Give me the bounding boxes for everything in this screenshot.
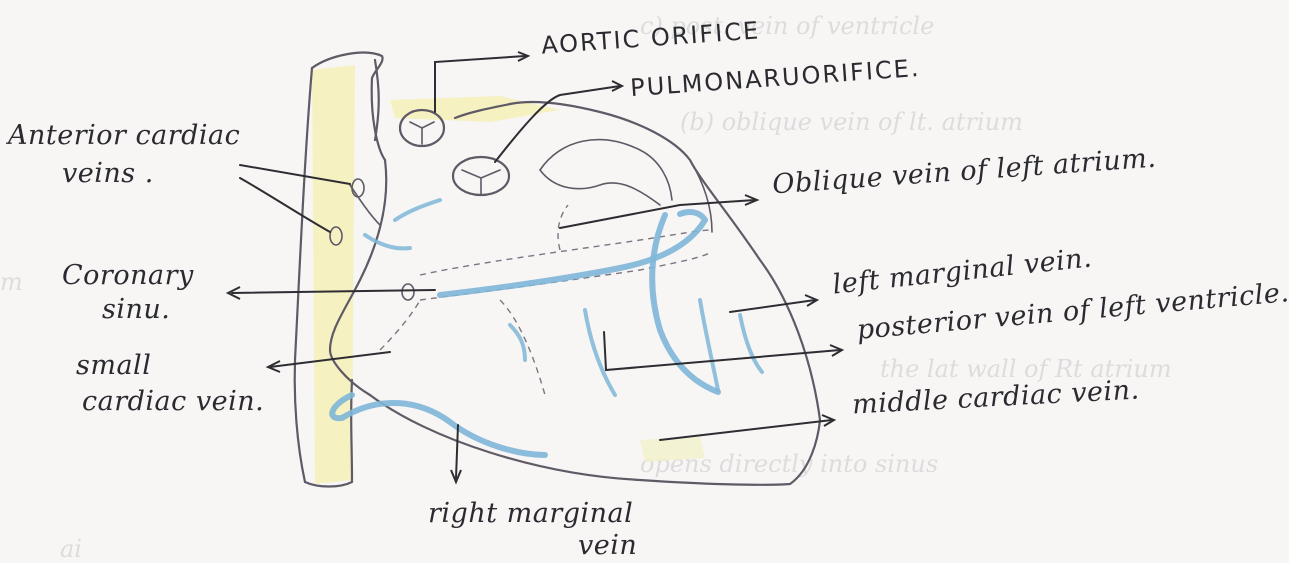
label-small-cardiac-vein-line2: cardiac vein. xyxy=(82,388,264,415)
heart-outline xyxy=(330,102,820,485)
coronary-sulcus xyxy=(380,205,712,395)
label-anterior-cardiac-veins-line2: veins . xyxy=(62,160,154,187)
cardiac-veins xyxy=(332,200,762,455)
label-right-marginal-vein: right marginal xyxy=(428,500,633,527)
label-coronary-sinus: Coronary xyxy=(62,262,194,289)
label-coronary-sinus-line2: sinu. xyxy=(102,296,170,323)
label-anterior-cardiac-veins: Anterior cardiac xyxy=(8,122,240,149)
label-small-cardiac-vein: small xyxy=(76,352,151,379)
label-right-marginal-vein-line2: vein xyxy=(578,532,637,559)
pulmonary-orifice-shape xyxy=(453,157,509,195)
